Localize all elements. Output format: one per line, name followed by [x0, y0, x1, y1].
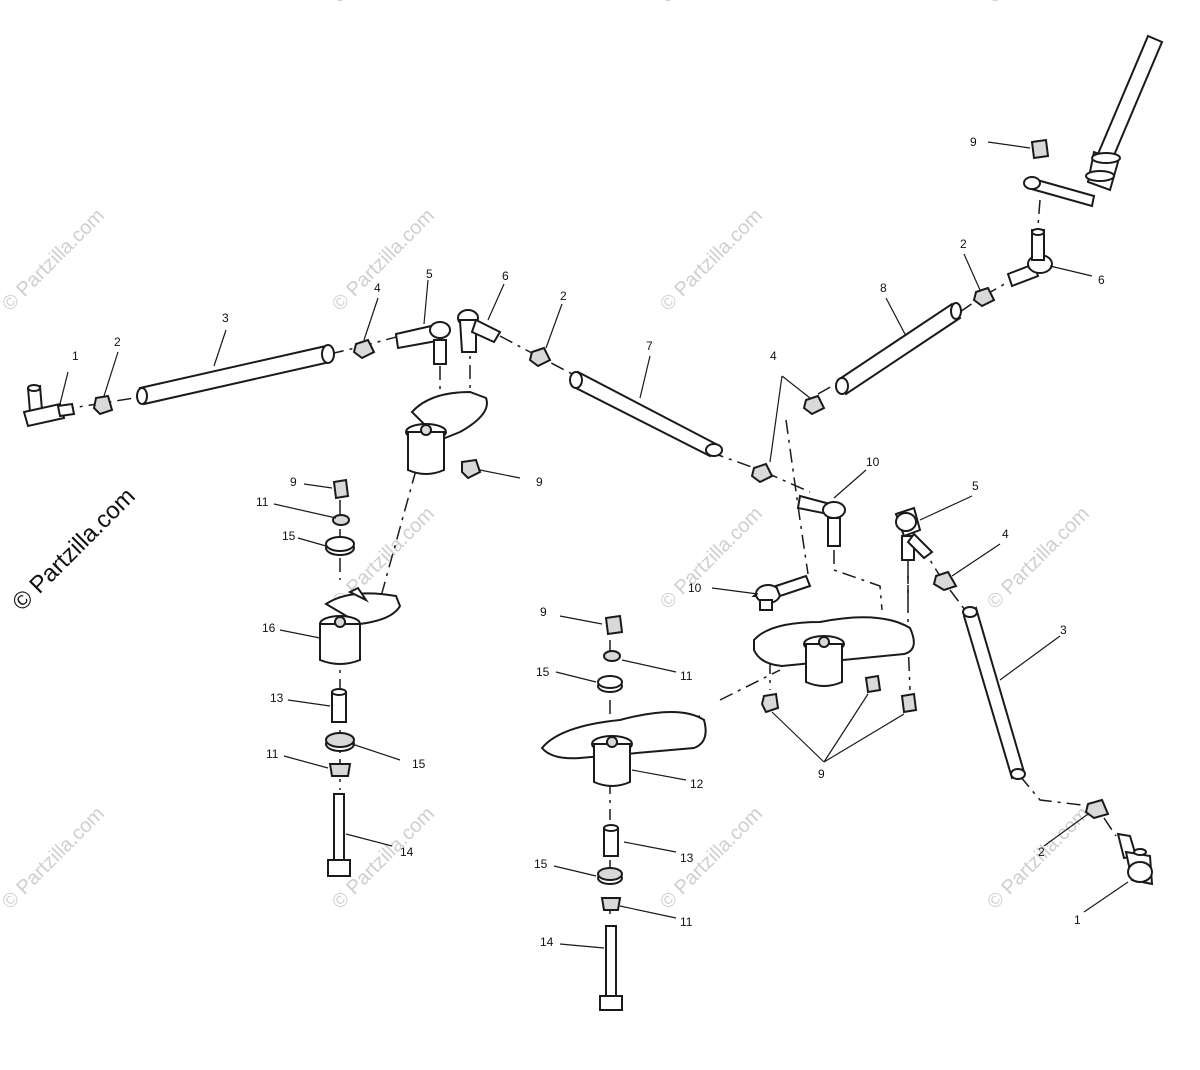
callout-10: 10	[866, 455, 880, 469]
watermark-text: © Partzilla.com	[0, 205, 109, 316]
callout-16: 16	[262, 621, 276, 635]
callout-2: 2	[114, 335, 121, 349]
watermark-text: © Partzilla.com	[328, 0, 439, 8]
watermark-text: © Partzilla.com	[0, 803, 109, 914]
callout-9: 9	[536, 475, 543, 489]
callout-9: 9	[818, 767, 825, 781]
callout-9: 9	[540, 605, 547, 619]
callout-7: 7	[646, 339, 653, 353]
callout-13: 13	[680, 851, 694, 865]
leader-lines	[59, 141, 1129, 949]
drag-link-center	[528, 346, 846, 547]
callout-4: 4	[770, 349, 777, 363]
callout-5: 5	[426, 267, 433, 281]
callout-5: 5	[972, 479, 979, 493]
callout-11: 11	[266, 747, 279, 761]
callout-1: 1	[72, 349, 79, 363]
watermark-text: © Partzilla.com	[656, 205, 767, 316]
tie-rod-right-lower	[932, 570, 1154, 886]
tie-rod-right-upper	[802, 138, 1053, 416]
callout-8: 8	[880, 281, 887, 295]
tie-rod-left	[22, 344, 335, 428]
steering-column	[1023, 34, 1164, 208]
callout-labels: 1 2 3 4 5 6 2 7 9 9 11 15 16 13 11 15 14…	[72, 135, 1105, 949]
spindle-stack-center	[540, 614, 707, 1011]
watermark-text: © Partzilla.com	[983, 0, 1094, 8]
callout-15: 15	[412, 757, 426, 771]
callout-9: 9	[290, 475, 297, 489]
watermark-text: © Partzilla.com	[656, 803, 767, 914]
watermark-text-dark: © Partzilla.com	[7, 483, 140, 616]
callout-15: 15	[534, 857, 548, 871]
callout-6: 6	[502, 269, 509, 283]
callout-1: 1	[1074, 913, 1081, 927]
callout-11: 11	[680, 915, 693, 929]
callout-13: 13	[270, 691, 284, 705]
callout-9: 9	[970, 135, 977, 149]
callout-15: 15	[282, 529, 296, 543]
watermark-text: © Partzilla.com	[328, 205, 439, 316]
callout-14: 14	[540, 935, 554, 949]
callout-11: 11	[680, 669, 693, 683]
pitman-arm-left-upper	[352, 309, 502, 480]
watermark-text: © Partzilla.com	[656, 0, 767, 8]
callout-11: 11	[256, 495, 269, 509]
callout-3: 3	[1060, 623, 1067, 637]
callout-6: 6	[1098, 273, 1105, 287]
pitman-arm-right	[751, 506, 934, 714]
callout-10: 10	[688, 581, 702, 595]
callout-2: 2	[560, 289, 567, 303]
spindle-stack-left	[319, 478, 402, 877]
callout-3: 3	[222, 311, 229, 325]
watermark-layer: © Partzilla.com © Partzilla.com © Partzi…	[0, 0, 1094, 914]
callout-2: 2	[960, 237, 967, 251]
callout-14: 14	[400, 845, 414, 859]
callout-4: 4	[374, 281, 381, 295]
callout-12: 12	[690, 777, 704, 791]
callout-4: 4	[1002, 527, 1009, 541]
callout-2: 2	[1038, 845, 1045, 859]
callout-15: 15	[536, 665, 550, 679]
watermark-text: © Partzilla.com	[656, 503, 767, 614]
watermark-text: © Partzilla.com	[983, 503, 1094, 614]
